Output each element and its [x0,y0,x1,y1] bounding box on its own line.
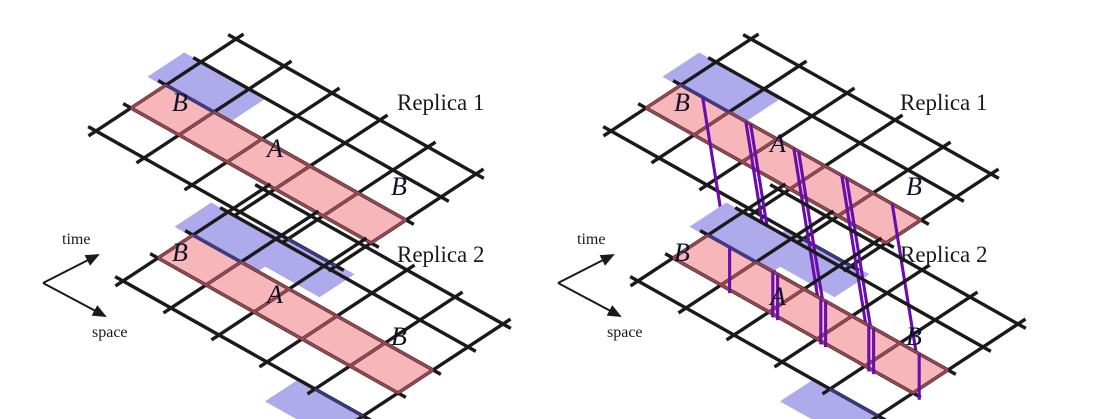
axes-widget [42,254,107,317]
region-b-edge-bottom [314,387,364,418]
region-b-outline [707,233,879,418]
region-b-label-replica-1-top: B [172,88,188,117]
region-a-rung [885,218,922,245]
axis-label-time: time [62,231,90,248]
region-a-rung [837,191,874,218]
connector-line [890,203,921,373]
lattice-line-space [219,206,477,353]
lattice-line-space [742,33,1000,180]
lattice-line-space [192,56,450,203]
region-a-rung [322,191,359,218]
region-b-label-replica-2-bottom: B [391,322,407,351]
axis-arrow-time [557,254,615,284]
region-b-label-replica-2-top: B [172,238,188,267]
replica-1-lattice [602,32,1000,298]
region-a-rung [157,233,194,260]
region-a-rung [720,260,757,287]
region-a-rung [130,83,167,110]
region-a-band [646,85,921,243]
region-a-label-replica-2: A [768,282,786,311]
region-a-outline [130,83,407,245]
region-a-label-replica-1: A [768,129,786,158]
region-a-rung [301,314,338,341]
region-b-edge-top [707,233,757,264]
region-a-rung [693,110,730,137]
region-a-edge [130,106,372,245]
connector-line [797,150,828,320]
region-a-rung [789,164,826,191]
right-panel-geometry [557,32,1027,419]
region-a-rung [741,137,778,164]
region-b-band-bottom [779,378,888,419]
region-a-edge [672,256,914,395]
region-a-rung [349,341,386,368]
region-a-edge [645,106,887,245]
region-b-edge-top [680,83,730,114]
replica-2-title: Replica 2 [900,242,988,267]
region-a-edge [157,256,399,395]
region-b-band-top [689,202,808,273]
region-b-outline [192,233,364,418]
region-b-edge-bottom [829,387,879,418]
region-a-rung [645,83,682,110]
region-a-band [158,235,433,393]
region-b-band-top [147,52,266,123]
lattice-line-space [769,183,1027,330]
region-a-rung [205,260,242,287]
axis-arrow-time [42,254,100,284]
axis-label-time: time [577,231,605,248]
lattice-line-space [254,183,512,330]
region-b-label-replica-1-bottom: B [906,172,922,201]
region-a-rung [274,164,311,191]
lattice-line-space [734,206,992,353]
connector-line [792,148,823,317]
left-panel-geometry [42,32,512,419]
region-b-band-top [174,202,293,273]
lattice-line-space [707,56,965,203]
region-a-band [673,235,948,393]
right-panel-labels: Replica 1 Replica 2 A B B A B B time spa… [577,88,988,351]
axis-arrow-space [42,282,107,317]
region-b-band-top [662,52,781,123]
region-a-label-replica-1: A [265,134,283,163]
replica-2-title: Replica 2 [397,242,485,267]
axis-label-space: space [607,324,643,341]
region-a-rung [370,218,407,245]
lattice-line-space [227,33,485,180]
region-b-label-replica-2-top: B [674,238,690,267]
axis-label-space: space [92,324,128,341]
region-a-rung [768,287,805,314]
region-a-rung [397,368,434,395]
region-a-rung [253,287,290,314]
region-b-label-replica-2-bottom: B [906,322,922,351]
connector-line [845,177,876,347]
replica-1-lattice [87,32,485,298]
region-b-edge-top [192,233,242,264]
left-panel-labels: Replica 1 Replica 2 A B B A B B time spa… [62,88,485,351]
replica-2-lattice [629,182,1027,419]
region-a-label-replica-2: A [265,280,283,309]
region-b-label-replica-1-top: B [674,88,690,117]
generated-geometry [42,32,1027,419]
region-a-rung [672,233,709,260]
region-a-band [131,85,406,243]
replica-2-lattice [114,182,512,419]
region-b-edge-top [165,83,215,114]
axes-widget [557,254,622,317]
region-b-band-bottom [264,378,373,419]
region-b-label-replica-1-bottom: B [391,172,407,201]
region-a-rung [178,110,215,137]
region-a-rung [226,137,263,164]
region-a-rung [816,314,853,341]
replica-1-title: Replica 1 [900,90,988,115]
region-a-rung [864,341,901,368]
connector-line [840,175,871,344]
replica-1-title: Replica 1 [397,90,485,115]
axis-arrow-space [557,282,622,317]
replica-connectors-front [728,247,921,400]
